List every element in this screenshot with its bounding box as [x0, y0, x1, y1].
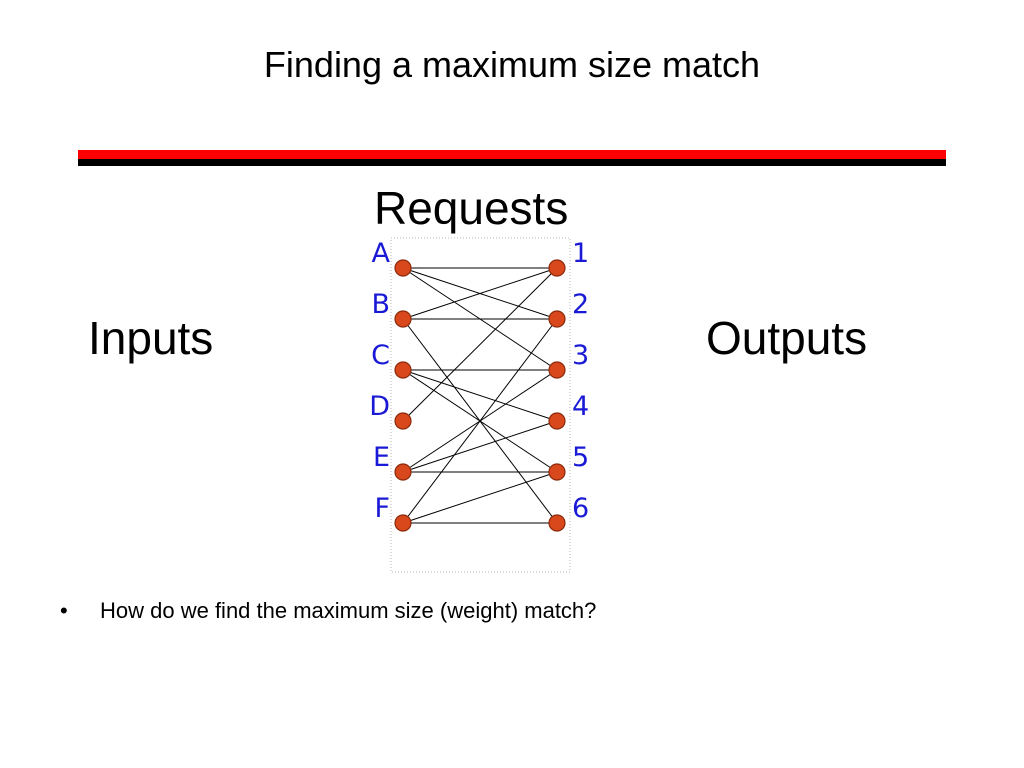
output-node-5 — [548, 463, 566, 481]
input-node-f — [394, 514, 412, 532]
edge-f-5 — [402, 471, 558, 524]
output-label-3: 3 — [572, 340, 589, 371]
input-label-e: E — [373, 442, 390, 473]
edge-d-1 — [402, 267, 558, 422]
output-label-4: 4 — [572, 391, 589, 422]
input-label-d: D — [369, 391, 390, 422]
output-label-5: 5 — [572, 442, 589, 473]
output-node-3 — [548, 361, 566, 379]
input-node-e — [394, 463, 412, 481]
requests-label: Requests — [374, 182, 569, 234]
edge-group — [402, 267, 558, 524]
bullet-text: How do we find the maximum size (weight)… — [100, 598, 597, 623]
inputs-label: Inputs — [88, 312, 214, 364]
input-node-b — [394, 310, 412, 328]
edge-b-1 — [402, 267, 558, 320]
input-node-c — [394, 361, 412, 379]
output-node-6 — [548, 514, 566, 532]
input-label-f: F — [374, 493, 390, 524]
output-label-6: 6 — [572, 493, 589, 524]
output-node-1 — [548, 259, 566, 277]
input-node-d — [394, 412, 412, 430]
input-label-a: A — [372, 238, 391, 269]
outputs-label: Outputs — [706, 312, 868, 364]
output-label-1: 1 — [572, 238, 589, 269]
graph-frame — [390, 237, 571, 573]
output-label-2: 2 — [572, 289, 589, 320]
output-node-2 — [548, 310, 566, 328]
bullet-symbol: • — [60, 598, 68, 623]
slide-title: Finding a maximum size match — [263, 44, 761, 85]
input-label-b: B — [371, 289, 390, 320]
edge-e-4 — [402, 420, 558, 473]
title-rule-red — [78, 150, 946, 159]
title-rule-black — [78, 159, 946, 166]
edge-c-4 — [402, 369, 558, 422]
input-node-a — [394, 259, 412, 277]
node-group — [394, 259, 566, 532]
bullet-item: • How do we find the maximum size (weight… — [60, 598, 596, 624]
input-label-c: C — [371, 340, 390, 371]
edge-f-2 — [402, 318, 558, 524]
output-node-4 — [548, 412, 566, 430]
